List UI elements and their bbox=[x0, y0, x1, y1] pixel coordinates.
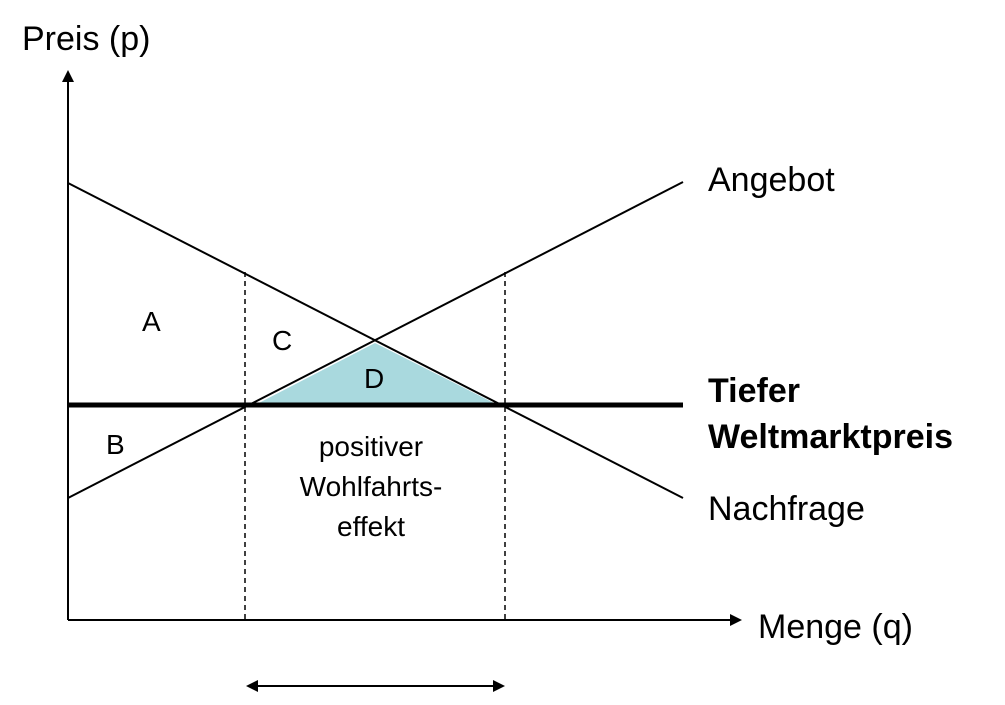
supply-curve bbox=[67, 181, 684, 499]
supply-label: Angebot bbox=[708, 161, 835, 199]
demand-label: Nachfrage bbox=[708, 490, 865, 528]
x-axis-label: Menge (q) bbox=[758, 608, 913, 646]
area-b-label: B bbox=[106, 429, 125, 460]
world-price-label-line1: Tiefer bbox=[708, 372, 800, 410]
area-d-shape bbox=[255, 343, 498, 405]
note-line-3: effekt bbox=[337, 511, 405, 542]
area-c-label: C bbox=[272, 325, 292, 356]
area-d-label: D bbox=[364, 363, 384, 394]
y-axis-label: Preis (p) bbox=[22, 20, 150, 58]
area-a-label: A bbox=[142, 306, 161, 337]
note-line-1: positiver bbox=[319, 431, 423, 462]
note-line-2: Wohlfahrts- bbox=[300, 471, 443, 502]
world-price-label-line2: Weltmarktpreis bbox=[708, 418, 953, 456]
